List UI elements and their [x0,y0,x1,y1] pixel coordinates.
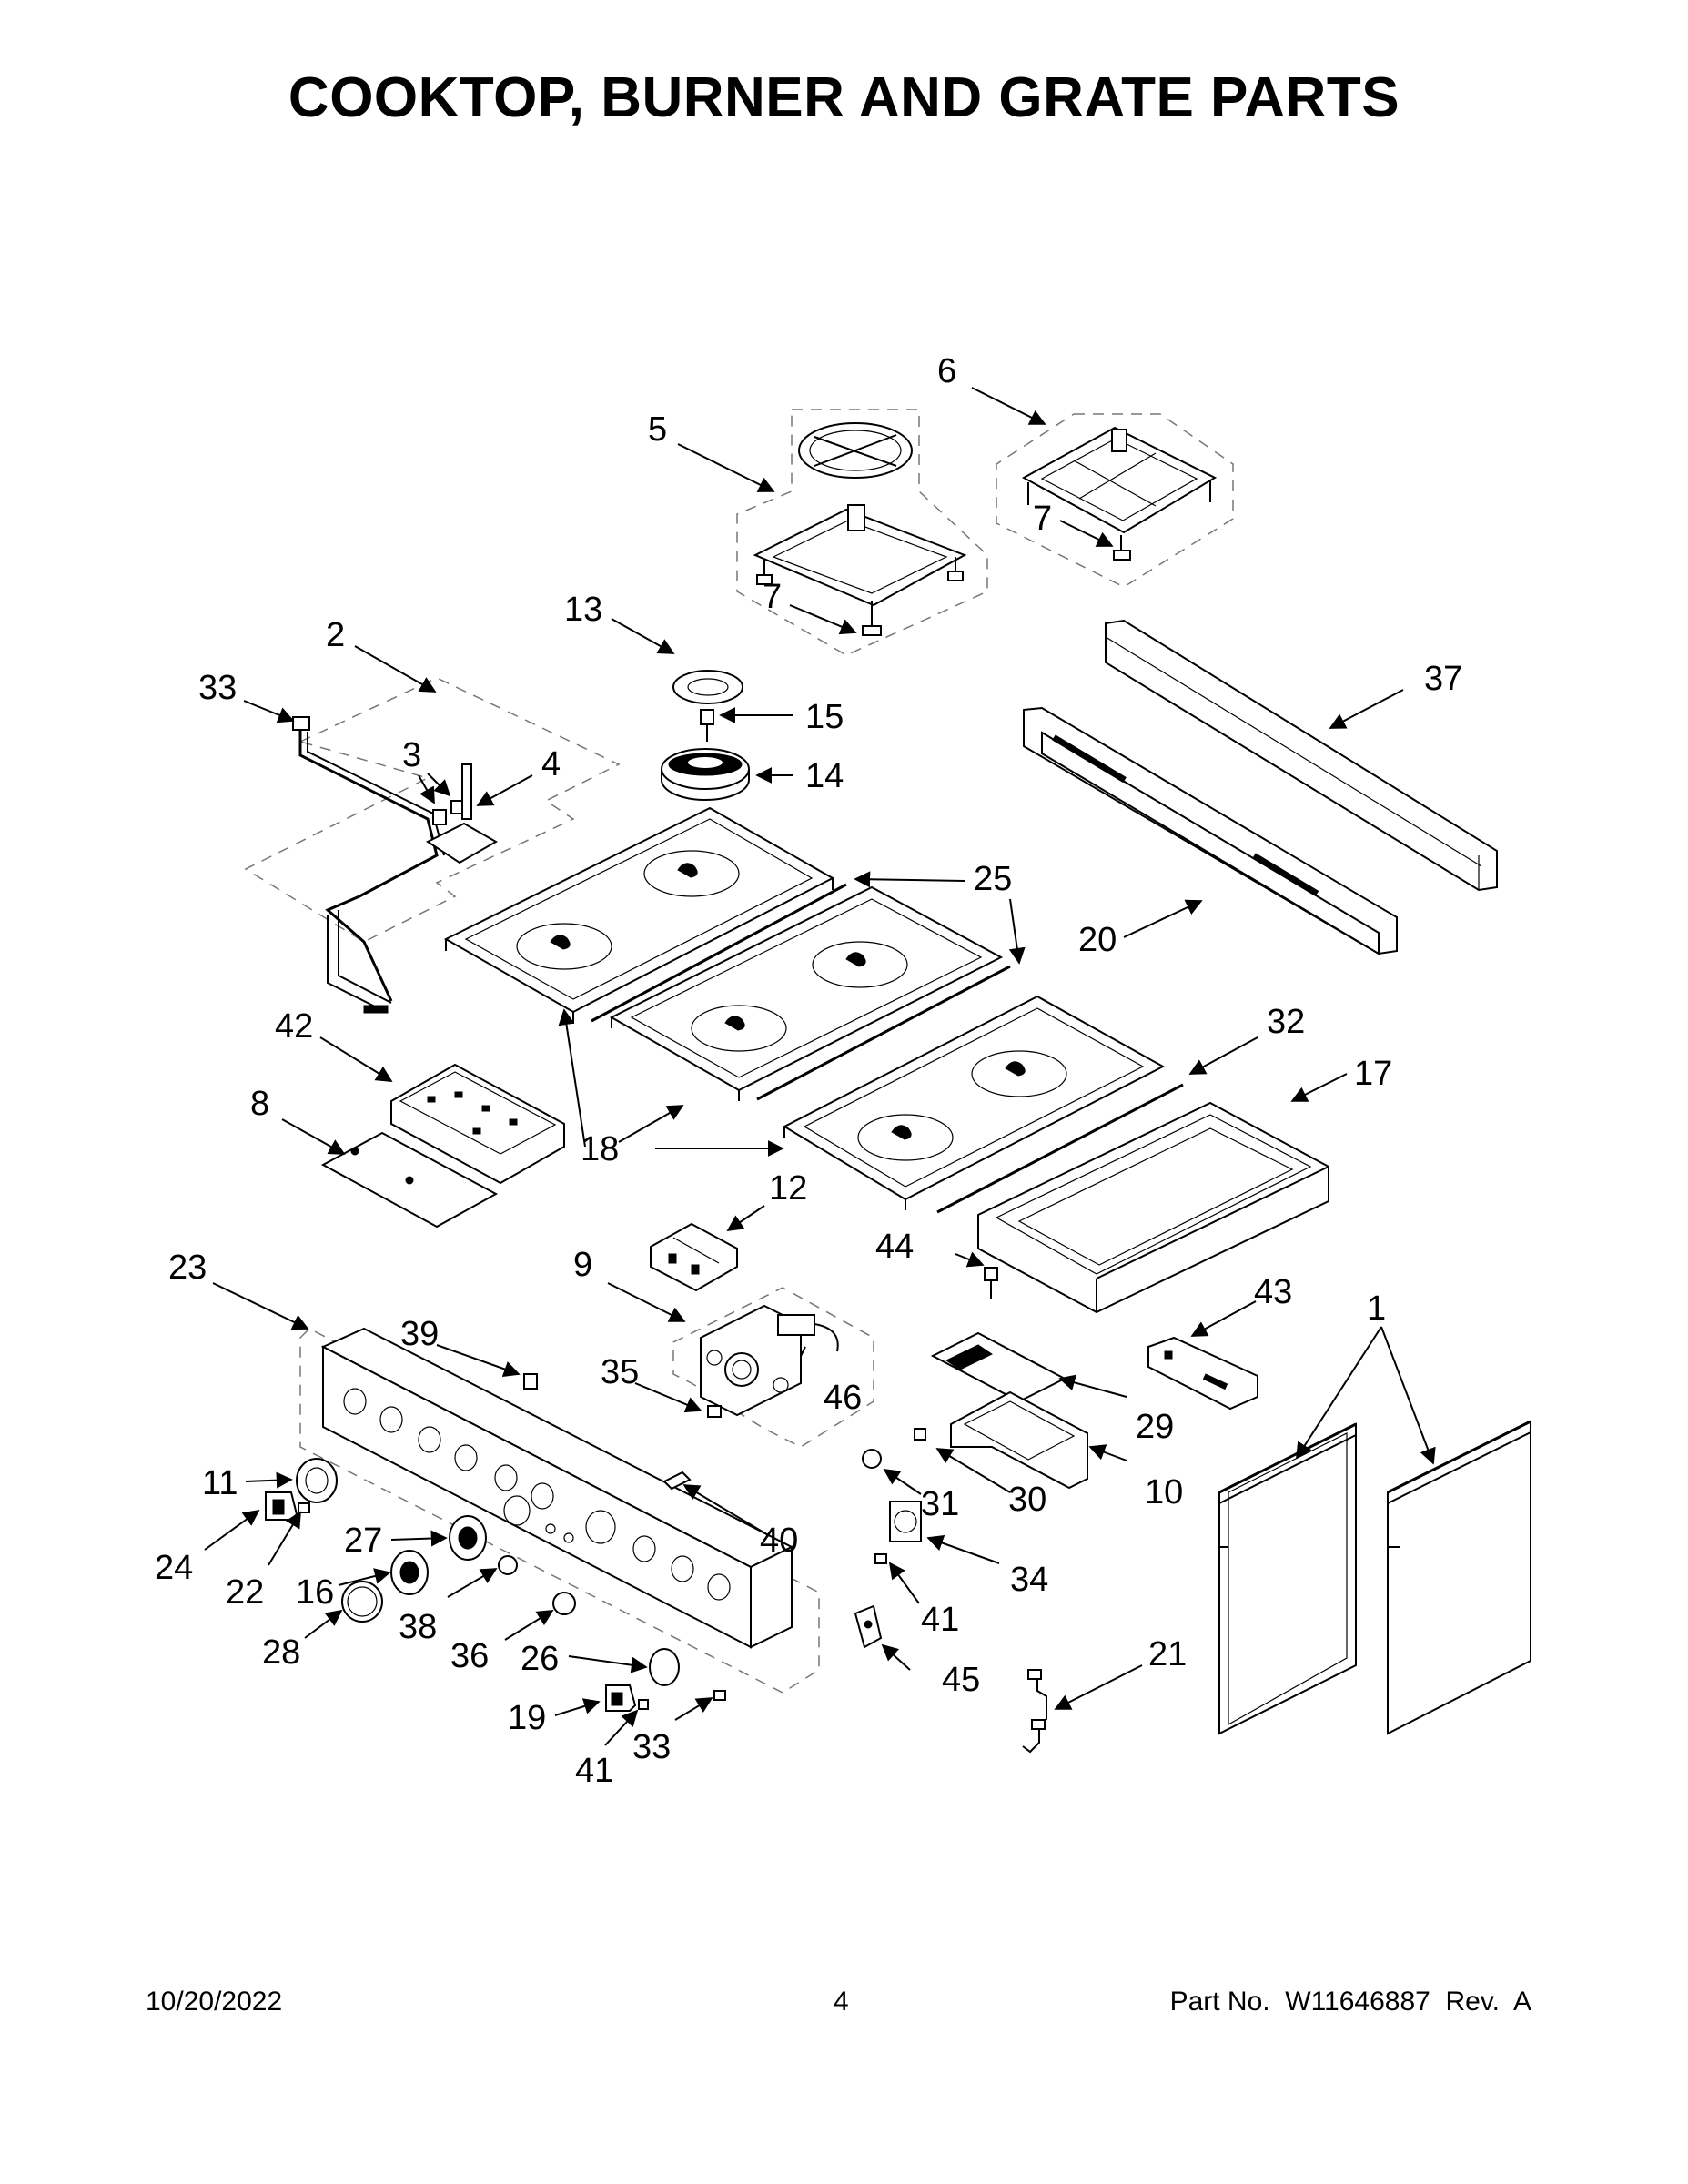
callout-41a: 41 [921,1601,959,1639]
screw-33b[interactable] [713,1690,726,1701]
callout-1: 1 [1367,1289,1386,1328]
page-title: COOKTOP, BURNER AND GRATE PARTS [288,66,1400,129]
callout-31: 31 [921,1485,959,1523]
callout-30: 30 [1008,1481,1046,1519]
side-panel-right[interactable] [1387,1420,1531,1735]
screw-22[interactable] [298,1502,310,1513]
callout-21: 21 [1148,1635,1187,1673]
knob-38[interactable] [498,1555,518,1575]
footer-date: 10/20/2022 [146,1987,283,2017]
callout-29: 29 [1136,1408,1174,1446]
callout-18: 18 [581,1130,619,1168]
callout-27: 27 [344,1522,382,1560]
callout-39: 39 [400,1315,439,1353]
callout-10: 10 [1145,1473,1183,1512]
callout-4: 4 [541,745,561,784]
callout-7a: 7 [1033,500,1052,538]
knob-24[interactable] [265,1491,298,1521]
callout-5: 5 [648,410,667,449]
burner-base[interactable] [661,748,750,801]
callout-22: 22 [226,1573,264,1612]
footer-part-number: Part No. W11646887 Rev. A [1169,1987,1531,2017]
screw-41b[interactable] [638,1699,649,1710]
bracket-screw[interactable] [984,1267,998,1299]
callout-23: 23 [168,1249,207,1287]
callout-33a: 33 [198,669,237,707]
callout-33b: 33 [632,1728,671,1766]
callout-15: 15 [805,698,844,736]
callout-43: 43 [1254,1273,1292,1311]
knob-bezel-11[interactable] [296,1458,338,1503]
callout-7b: 7 [763,578,782,616]
plug-35[interactable] [707,1405,722,1418]
callout-13: 13 [564,591,602,629]
callout-36: 36 [450,1637,489,1675]
leader-lines [204,387,1436,1746]
rear-trim[interactable] [1105,619,1498,892]
knob-ring-28[interactable] [341,1581,383,1623]
gas-manifold[interactable] [244,677,621,1014]
heat-shield[interactable] [320,1131,499,1228]
burner-cap[interactable] [672,670,743,704]
callout-25: 25 [974,860,1012,898]
callout-8: 8 [250,1085,269,1123]
callout-14: 14 [805,757,844,795]
callout-45: 45 [942,1661,980,1699]
callout-42: 42 [275,1007,313,1046]
callout-labels: 1 2 3 4 5 6 7 7 8 9 10 11 12 13 14 15 16… [155,352,1462,1790]
grate-right[interactable] [996,413,1234,588]
knob-ring-16[interactable] [390,1550,429,1595]
callout-16: 16 [296,1573,334,1612]
knob-holes [343,1388,731,1601]
callout-11: 11 [202,1464,238,1502]
callout-28: 28 [262,1633,300,1672]
knob-bezel-27[interactable] [449,1515,487,1561]
label-39[interactable] [523,1373,538,1390]
valve-bracket[interactable] [950,1390,1088,1490]
callout-46: 46 [824,1379,862,1417]
callout-17: 17 [1354,1055,1392,1093]
callout-24: 24 [155,1549,193,1587]
spark-module[interactable] [1147,1336,1258,1410]
mounting-bracket[interactable] [930,1331,1067,1403]
ignition-module[interactable] [672,1287,874,1448]
callout-34: 34 [1010,1561,1048,1599]
switch-40[interactable] [662,1471,692,1491]
control-board[interactable] [390,1063,565,1185]
callout-38: 38 [399,1608,437,1646]
callout-9: 9 [573,1246,592,1284]
knob-bezel-26[interactable] [649,1648,680,1686]
burner-screw[interactable] [700,709,714,742]
burner-box-right[interactable] [782,995,1166,1210]
seal-strips[interactable] [591,883,1184,1214]
control-panel[interactable] [299,1327,820,1694]
callout-2: 2 [326,616,345,654]
burner-box-left[interactable] [443,806,835,1024]
grate-left[interactable] [736,409,988,656]
callout-19: 19 [508,1699,546,1737]
griddle[interactable] [977,1101,1329,1314]
knob-19[interactable] [605,1684,637,1712]
back-panel[interactable] [1023,706,1398,956]
callout-37: 37 [1424,660,1462,698]
callout-44: 44 [875,1228,914,1266]
burner-box-center[interactable] [609,885,1004,1101]
callout-41b: 41 [575,1752,613,1790]
wire-harness[interactable] [1022,1669,1047,1754]
terminal-block[interactable] [650,1222,738,1292]
callout-6: 6 [937,352,956,390]
callout-40: 40 [760,1522,798,1560]
callout-35: 35 [601,1353,639,1391]
callout-3: 3 [402,736,421,774]
callout-26: 26 [521,1640,559,1678]
callout-20: 20 [1078,921,1117,959]
side-panel-left[interactable] [1218,1422,1357,1735]
small-parts-center[interactable] [854,1428,926,1649]
callout-32: 32 [1267,1003,1305,1041]
callout-12: 12 [769,1169,807,1208]
footer-page-number: 4 [834,1987,849,2017]
knob-36[interactable] [552,1592,576,1615]
